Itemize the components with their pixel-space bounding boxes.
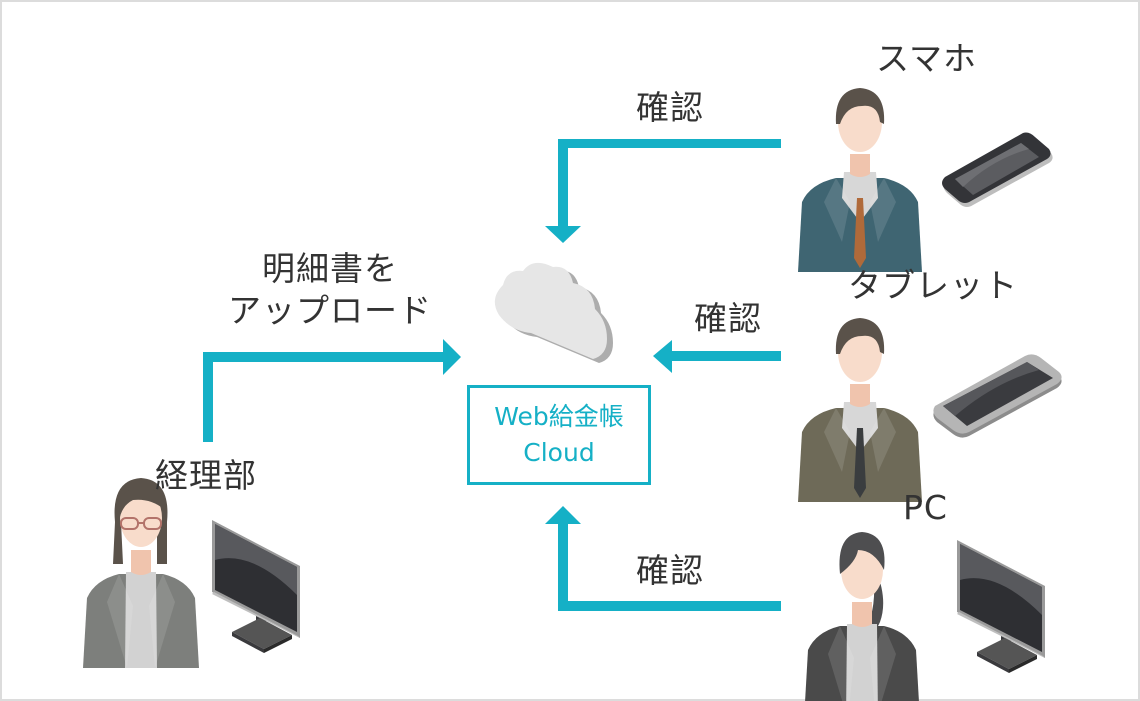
smartphone-user-avatar bbox=[798, 88, 922, 272]
tablet-confirm-label: 確認 bbox=[694, 299, 762, 338]
service-subname: Cloud bbox=[523, 438, 595, 467]
upload-action-label: 明細書を アップロード bbox=[215, 248, 445, 332]
upload-action-line1: 明細書を bbox=[262, 249, 398, 288]
tablet-icon bbox=[933, 354, 1062, 438]
smartphone-confirm-label: 確認 bbox=[636, 88, 704, 127]
arrow-upload bbox=[203, 339, 461, 442]
arrow-pc-confirm bbox=[545, 506, 781, 611]
arrow-smartphone-confirm bbox=[545, 139, 781, 243]
pc-label: PC bbox=[903, 488, 948, 527]
tablet-user-avatar bbox=[798, 318, 922, 502]
pc-confirm-label: 確認 bbox=[636, 551, 704, 590]
smartphone-label: スマホ bbox=[876, 39, 978, 78]
accounting-monitor-icon bbox=[212, 520, 300, 653]
accounting-label: 経理部 bbox=[155, 456, 257, 495]
upload-action-line2: アップロード bbox=[228, 291, 432, 330]
service-name: Web給金帳 bbox=[494, 402, 624, 431]
cloud-icon bbox=[494, 262, 613, 363]
pc-user-avatar bbox=[804, 532, 920, 701]
pc-monitor-icon bbox=[957, 540, 1045, 673]
tablet-label: タブレット bbox=[848, 266, 1018, 305]
arrow-tablet-confirm bbox=[653, 340, 781, 373]
service-box: Web給金帳 Cloud bbox=[467, 385, 651, 485]
smartphone-icon bbox=[942, 132, 1053, 207]
accounting-woman-avatar bbox=[83, 478, 199, 668]
